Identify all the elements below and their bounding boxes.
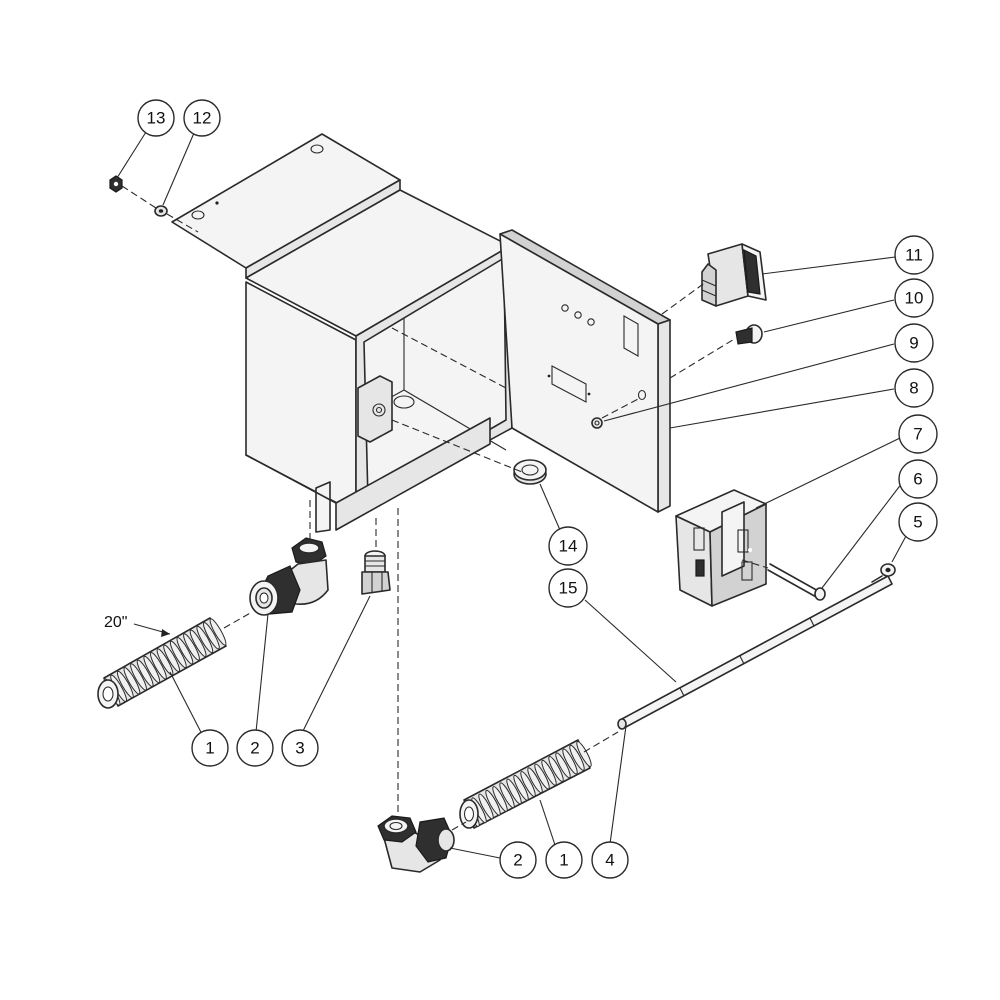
conduit-rib	[534, 763, 550, 790]
callout-1-upper: 1	[191, 729, 229, 767]
callout-6-label: 6	[913, 470, 922, 489]
conduit-rib	[569, 744, 585, 771]
callout-3-label: 3	[295, 739, 304, 758]
conduit-rib	[520, 771, 536, 797]
conduit-rib	[576, 741, 592, 767]
callout-2-lower: 2	[499, 841, 537, 879]
conduit-rib	[203, 622, 220, 650]
callout-1-upper-label: 1	[205, 739, 214, 758]
elbow-fitting-lower	[377, 815, 455, 873]
callout-8: 8	[894, 368, 934, 408]
callout-11-label: 11	[905, 246, 923, 265]
callout-12: 12	[183, 99, 221, 137]
flat-washer	[154, 205, 168, 217]
conduit-rib	[183, 633, 200, 661]
callout-2-lower-label: 2	[513, 851, 522, 870]
callout-14: 14	[548, 526, 588, 566]
conduit-rib	[485, 789, 501, 816]
assembly-lines	[121, 185, 769, 831]
terminal-block	[675, 489, 767, 607]
screw	[735, 324, 763, 345]
conduit-rib	[143, 655, 161, 684]
conduit-rib	[562, 748, 578, 775]
callout-12-label: 12	[193, 109, 212, 128]
conduit-rib	[513, 774, 529, 801]
callout-8-label: 8	[909, 379, 918, 398]
callout-balloons: 13 12 11 10 9 8 7 6 5 14 15	[137, 99, 938, 879]
enclosure-door	[499, 229, 671, 513]
conduit-rib	[196, 625, 214, 654]
door-panel	[499, 233, 659, 513]
conduit-rib	[527, 767, 543, 794]
callout-13: 13	[137, 99, 175, 137]
conduit-rib	[163, 644, 180, 672]
leader-lines	[116, 131, 907, 859]
conduit-rib	[478, 793, 494, 820]
conduit-rib	[548, 756, 564, 782]
elbow-fitting-upper	[249, 537, 329, 616]
straight-fitting	[361, 550, 391, 595]
enclosure-box	[171, 133, 513, 533]
callout-4-label: 4	[605, 851, 614, 870]
callout-4: 4	[591, 841, 629, 879]
conduit-rib	[499, 782, 515, 809]
dimension-label: 20"	[104, 614, 127, 631]
callout-13-label: 13	[147, 109, 166, 128]
conduit-rib	[541, 759, 557, 786]
callout-2-upper: 2	[236, 729, 274, 767]
conduit-rib	[209, 618, 227, 646]
conduit-rib	[156, 648, 174, 676]
hex-nut	[109, 175, 123, 193]
callout-3: 3	[281, 729, 319, 767]
mounting-screw-long	[767, 563, 826, 601]
callout-7: 7	[898, 414, 938, 454]
callout-5-label: 5	[913, 513, 922, 532]
washer	[591, 417, 603, 429]
callout-10: 10	[894, 278, 934, 318]
conduit-rib	[130, 663, 147, 691]
callout-15: 15	[548, 568, 588, 608]
callout-7-label: 7	[913, 425, 922, 444]
conduit-rib	[189, 629, 207, 657]
conduit-rib	[116, 670, 134, 699]
callout-14-label: 14	[559, 537, 578, 556]
conduit-rib	[136, 659, 154, 687]
conduit-rib	[150, 652, 167, 680]
flexible-conduit-upper	[97, 617, 227, 709]
callout-9: 9	[894, 323, 934, 363]
flexible-conduit-lower	[459, 739, 592, 829]
conduit-rib	[169, 640, 187, 669]
sensor-rod	[617, 575, 893, 730]
callout-5: 5	[898, 502, 938, 542]
conduit-rib	[506, 778, 522, 805]
conduit-rib	[555, 752, 571, 779]
rocker-switch	[701, 243, 767, 307]
callout-9-label: 9	[909, 334, 918, 353]
conduit-locknut	[513, 459, 547, 485]
ring-terminal	[871, 563, 896, 583]
conduit-rib	[492, 786, 508, 812]
callout-1-lower-label: 1	[559, 851, 568, 870]
conduit-rib	[176, 637, 194, 665]
length-dimension: 20"	[104, 614, 171, 637]
conduit-rib	[123, 667, 141, 695]
callout-10-label: 10	[905, 289, 924, 308]
callout-2-upper-label: 2	[250, 739, 259, 758]
callout-15-label: 15	[559, 579, 578, 598]
callout-6: 6	[898, 459, 938, 499]
callout-11: 11	[894, 235, 934, 275]
callout-1-lower: 1	[545, 841, 583, 879]
